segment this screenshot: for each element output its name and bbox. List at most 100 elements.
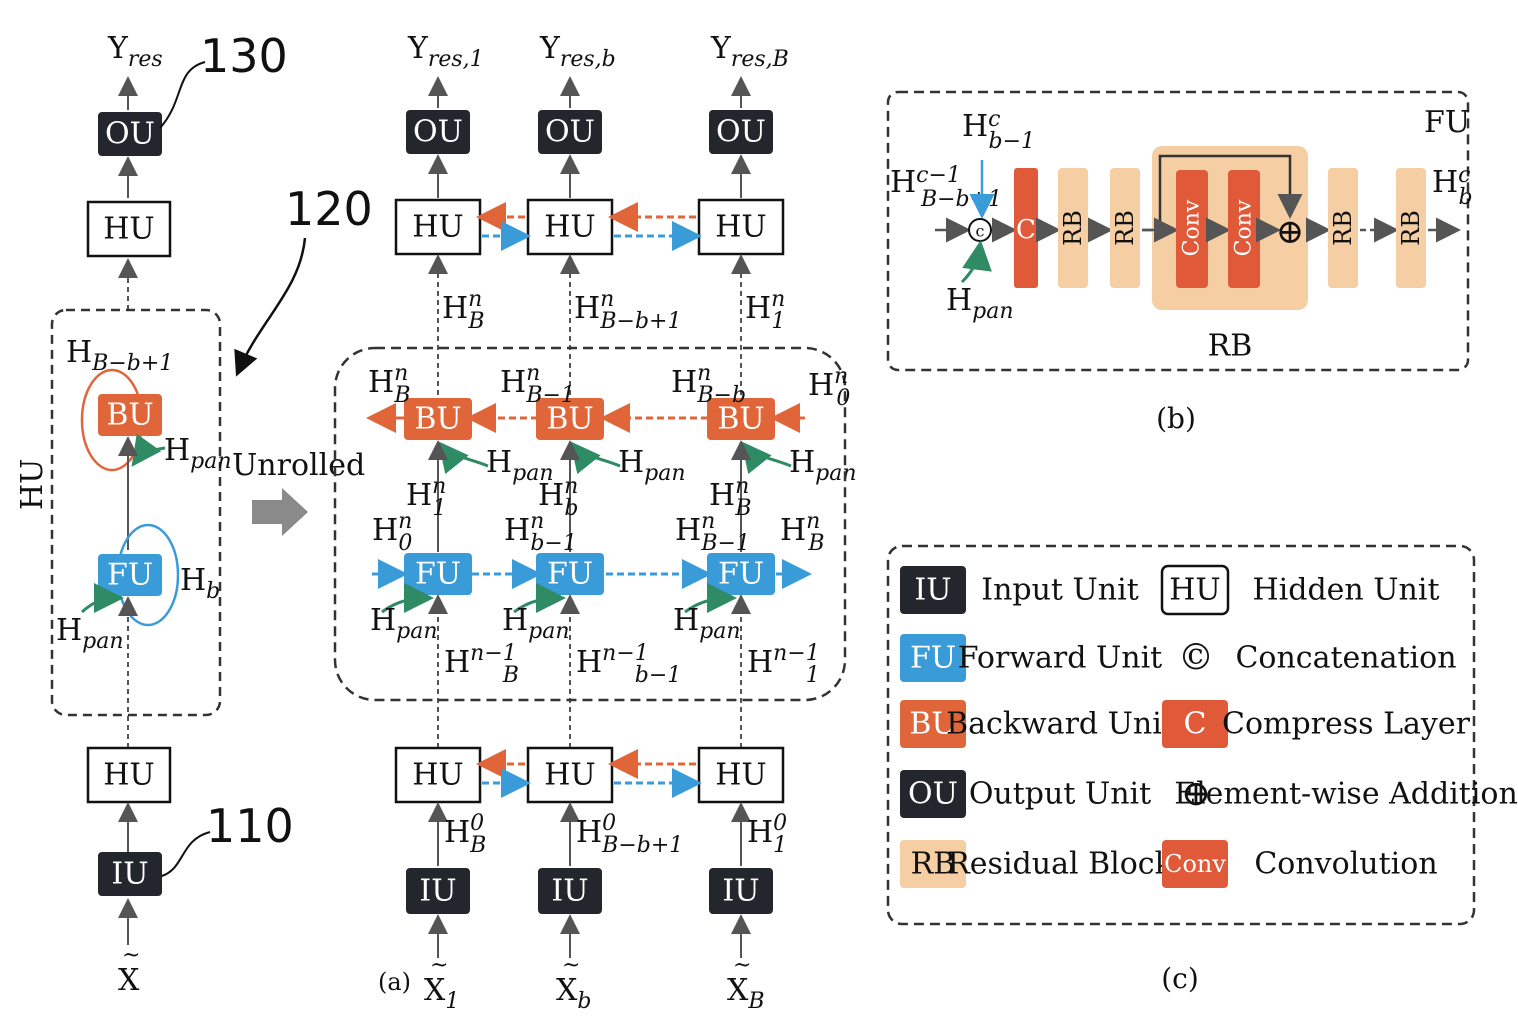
left-hu-group bbox=[50, 308, 222, 717]
ou-box-2 bbox=[538, 110, 602, 154]
left-bu-box bbox=[98, 394, 162, 436]
legend-swatch-5 bbox=[900, 840, 966, 888]
fu-conv-2 bbox=[1228, 170, 1260, 288]
left-h-back: HB−b+1 bbox=[66, 335, 173, 376]
unrolled-indicator: Unrolled bbox=[232, 448, 365, 536]
ou-box-3 bbox=[709, 110, 773, 154]
legend-label-8: Compress Layer bbox=[1222, 707, 1471, 742]
iu-box-3 bbox=[709, 868, 773, 914]
bu-label-1: BU bbox=[414, 402, 461, 437]
h-pan-fu-1: Hpan bbox=[370, 603, 438, 644]
fu-label-3: FU bbox=[718, 557, 764, 592]
unrolled-hu-group bbox=[333, 346, 847, 702]
bu-box-1 bbox=[404, 398, 472, 440]
h-pan-fu-3: Hpan bbox=[673, 603, 741, 644]
h-pan-bu-1: Hpan bbox=[486, 445, 554, 486]
legend-label-5: Residual Block bbox=[947, 847, 1173, 882]
left-hu-top-label: HU bbox=[103, 212, 154, 247]
h-pan-bu-2: Hpan bbox=[618, 445, 686, 486]
svg-text:~: ~ bbox=[122, 943, 140, 968]
legend-label-9: Element-wise Addition bbox=[1174, 777, 1518, 812]
fu-label-2: FU bbox=[547, 557, 593, 592]
legend-label-4: Output Unit bbox=[969, 777, 1151, 812]
left-hu-group-label: HU bbox=[15, 459, 50, 510]
hu-bottom-2 bbox=[526, 746, 614, 804]
legend-label-7: Concatenation bbox=[1235, 641, 1456, 676]
legend-label-2: Forward Unit bbox=[958, 641, 1162, 676]
hu-top-links bbox=[476, 202, 702, 251]
svg-text:RB: RB bbox=[1059, 210, 1087, 246]
hu-top-label-1: HU bbox=[412, 210, 463, 245]
svg-text:RB: RB bbox=[1111, 210, 1139, 246]
h-pan-bu-3: Hpan bbox=[789, 445, 857, 486]
hu-top-label-2: HU bbox=[544, 210, 595, 245]
x-input-2: Xb bbox=[556, 973, 591, 1014]
fu-add-icon: ⊕ bbox=[1276, 212, 1305, 252]
legend-key-4: OU bbox=[908, 777, 958, 812]
fu-rb-2 bbox=[1110, 168, 1140, 288]
left-iu-label: IU bbox=[111, 857, 148, 892]
legend-swatch-3 bbox=[900, 700, 966, 748]
iu-label-2: IU bbox=[551, 874, 588, 909]
svg-text:RB: RB bbox=[1397, 210, 1425, 246]
legend-item-8: C Compress Layer bbox=[1162, 700, 1471, 748]
legend-item-4: OU Output Unit bbox=[900, 770, 1151, 818]
left-h-pan-bu: Hpan bbox=[164, 433, 232, 474]
legend-key-3: BU bbox=[909, 707, 956, 742]
left-h-pan-fu: Hpan bbox=[56, 613, 124, 654]
svg-text:RB: RB bbox=[1329, 210, 1357, 246]
left-ou-label: OU bbox=[105, 117, 155, 152]
x-input-1: X1 bbox=[424, 973, 459, 1014]
legend-swatch-1 bbox=[900, 566, 966, 614]
legend-swatch-10 bbox=[1162, 840, 1228, 888]
fu-detail-frame bbox=[886, 90, 1470, 372]
left-hu-bottom-label: HU bbox=[103, 758, 154, 793]
legend-label-3: Backward Unit bbox=[946, 707, 1174, 742]
legend-label-10: Convolution bbox=[1254, 847, 1437, 882]
left-iu-box bbox=[98, 852, 162, 896]
ou-label-2: OU bbox=[545, 115, 595, 150]
ref-120: 120 bbox=[285, 182, 373, 236]
caption-b: (b) bbox=[1156, 402, 1196, 435]
fu-compress-layer bbox=[1014, 168, 1038, 288]
legend-swatch-9: ⊕ bbox=[1181, 774, 1211, 815]
legend-key-1: IU bbox=[914, 573, 951, 608]
y-output-1: Yres,1 bbox=[407, 31, 484, 72]
hu-bottom-label-3: HU bbox=[715, 758, 766, 793]
h-pan-fu-2: Hpan bbox=[502, 603, 570, 644]
hu-bottom-label-2: HU bbox=[544, 758, 595, 793]
iu-label-3: IU bbox=[722, 874, 759, 909]
legend-swatch-7: © bbox=[1178, 638, 1214, 679]
unrolled-arrow-icon bbox=[252, 488, 308, 536]
left-hu-top bbox=[86, 200, 172, 258]
legend-key-8: C bbox=[1184, 707, 1207, 742]
fu-compress-label: C bbox=[1016, 215, 1036, 245]
legend-swatch-6 bbox=[1160, 564, 1230, 616]
hu-bottom-3 bbox=[697, 746, 785, 804]
hu-top-1 bbox=[394, 198, 482, 256]
